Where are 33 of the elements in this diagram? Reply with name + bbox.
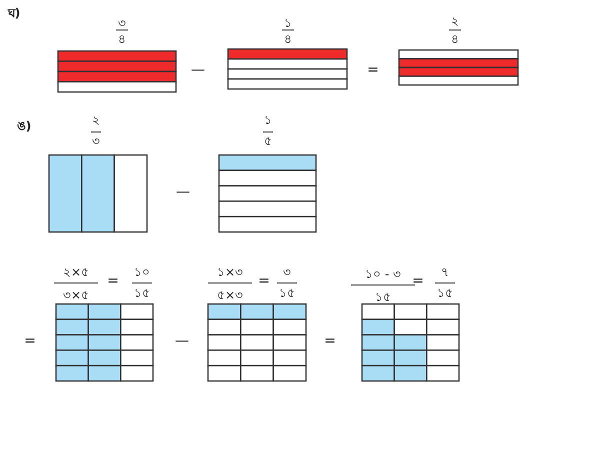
operator-sign: = (107, 274, 119, 288)
operator-sign: = (412, 274, 424, 288)
denominator: ৪ (451, 32, 459, 46)
numerator: ১×৩ (216, 265, 244, 279)
numerator: ১ (264, 113, 272, 127)
numerator: ১০ (134, 265, 150, 279)
operator-sign: — (191, 63, 205, 77)
item-marker: ঙ) (16, 119, 32, 133)
denominator: ১৫ (134, 286, 150, 300)
denominator: ৪ (284, 32, 292, 46)
operator-sign: = (367, 63, 379, 77)
denominator: ৩ (92, 134, 100, 148)
operator-sign: = (258, 274, 270, 288)
numerator: ১ (284, 16, 292, 30)
operator-sign: — (176, 185, 190, 199)
numerator: ২ (92, 113, 100, 127)
item-marker: ঘ) (8, 6, 20, 20)
denominator: ৫×৩ (216, 288, 244, 302)
numerator: ৩ (118, 16, 126, 30)
operator-sign: = (324, 334, 336, 348)
operator-sign: = (24, 334, 36, 348)
operator-sign: — (175, 334, 189, 348)
numerator: ১০ - ৩ (365, 267, 401, 281)
denominator: ১৫ (437, 286, 453, 300)
denominator: ১৫ (279, 286, 295, 300)
numerator: ৭ (441, 265, 449, 279)
numerator: ২×৫ (62, 265, 90, 279)
denominator: ৪ (118, 32, 126, 46)
denominator: ৩×৫ (62, 288, 90, 302)
denominator: ৫ (264, 134, 272, 148)
numerator: ৩ (283, 265, 291, 279)
numerator: ২ (451, 14, 459, 28)
denominator: ১৫ (375, 290, 391, 304)
